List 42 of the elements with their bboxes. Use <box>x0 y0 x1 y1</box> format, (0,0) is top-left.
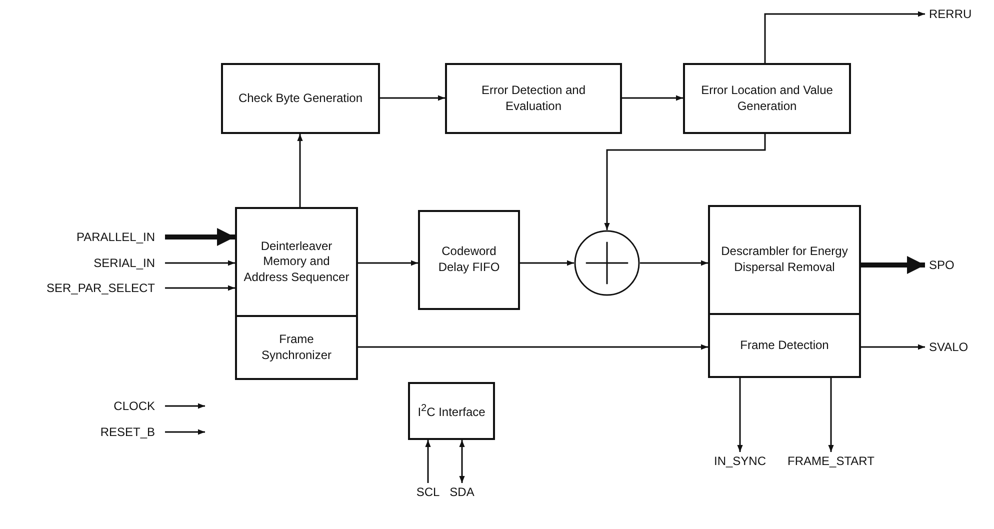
signal-name: FRAME_START <box>788 454 874 468</box>
block-label: Deinterleaver Memory and Address Sequencer <box>243 238 350 286</box>
signal-arrow <box>861 344 925 350</box>
block-label: I$^{2}$C Interface <box>418 402 486 420</box>
signal-arrow <box>764 11 925 63</box>
signal-arrow <box>459 440 465 483</box>
signal-arrow <box>165 285 235 291</box>
signal-arrow <box>358 344 708 350</box>
signal-arrow <box>425 440 431 483</box>
signal-arrow <box>604 134 766 230</box>
signal-arrow <box>358 260 418 266</box>
signal-name: PARALLEL_IN <box>76 230 155 244</box>
signal-arrow <box>828 378 834 452</box>
signal-name: CLOCK <box>114 399 155 413</box>
bus-arrow <box>165 228 235 246</box>
signal-arrow <box>622 95 683 101</box>
signal-name: SVALO <box>929 340 968 354</box>
signal-arrow <box>520 260 574 266</box>
signal-arrow <box>737 378 743 452</box>
block-label: Codeword Delay FIFO <box>437 244 501 276</box>
signal-name: RESET_B <box>100 425 155 439</box>
block-label: Frame Synchronizer <box>260 332 333 364</box>
block-label: Error Location and Value Generation <box>700 82 834 114</box>
signal-arrow <box>165 403 205 409</box>
bus-arrow <box>861 256 925 274</box>
signal-arrow <box>380 95 445 101</box>
signal-name: SER_PAR_SELECT <box>46 281 155 295</box>
signal-name: SDA <box>450 485 474 499</box>
signal-name: RERRU <box>929 7 972 21</box>
signal-arrow <box>640 260 708 266</box>
signal-arrow <box>165 260 235 266</box>
block-label: Descrambler for Energy Dispersal Removal <box>720 244 849 276</box>
block-label: Check Byte Generation <box>238 90 363 106</box>
summing-junction <box>574 230 640 296</box>
signal-name: IN_SYNC <box>714 454 766 468</box>
signal-name: SPO <box>929 258 954 272</box>
signal-name: SERIAL_IN <box>94 256 155 270</box>
block-label: Error Detection and Evaluation <box>480 82 587 114</box>
signal-arrow <box>297 134 303 207</box>
block-label: Frame Detection <box>740 338 829 354</box>
signal-name: SCL <box>416 485 440 499</box>
signal-arrow <box>165 429 205 435</box>
